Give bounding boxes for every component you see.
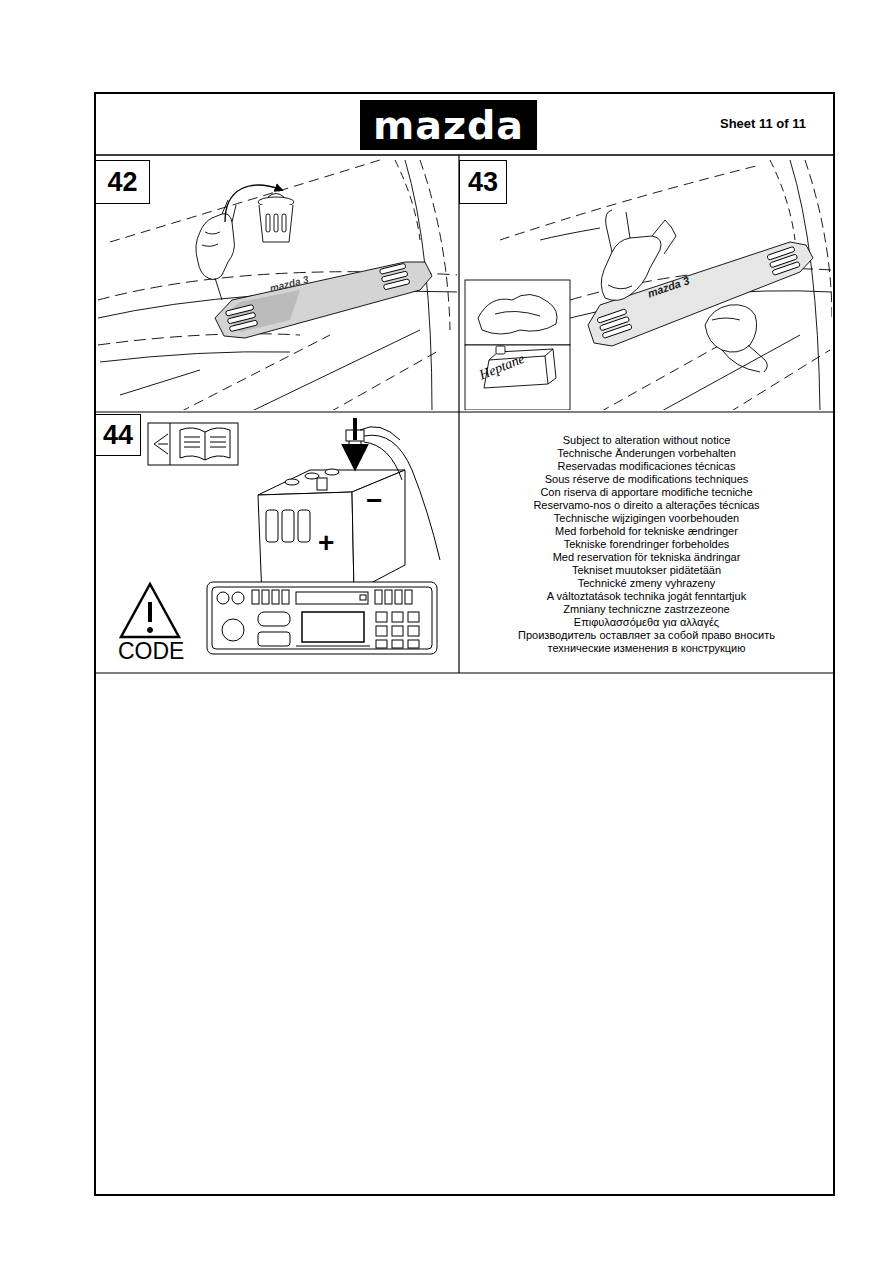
sheet-frame — [95, 93, 834, 1195]
notice-line: Med forbehold for tekniske ændringer — [487, 525, 807, 538]
notice-panel: Subject to alteration without noticeTech… — [459, 412, 834, 673]
notice-line: Reservadas modificaciones técnicas — [487, 460, 807, 473]
notice-line: Производитель оставляет за собой право в… — [487, 629, 807, 655]
callout-number: 42 — [107, 167, 137, 198]
notice-line: Technické zmeny vyhrazeny — [487, 577, 807, 590]
solvent-name: Heptane — [477, 351, 527, 383]
sheet-number: Sheet 11 of 11 — [720, 116, 806, 131]
notice-line: Med reservation för tekniska ändringar — [487, 551, 807, 564]
notice-line: Tekniset muutokser pidätetään — [487, 564, 807, 577]
notice-line: Sous réserve de modifications techniques — [487, 473, 807, 486]
notice-line: Zmniany techniczne zastrzezeone — [487, 603, 807, 616]
warning-code: CODE — [118, 639, 184, 664]
step-43-illustration — [465, 160, 832, 410]
step-number: 43 — [459, 160, 507, 204]
step-number: 42 — [95, 160, 150, 204]
brand-logo: mazda — [360, 100, 537, 150]
notice-line: Reservamo-nos o direito a alterações téc… — [487, 499, 807, 512]
terminal-sign: − — [366, 486, 382, 517]
callout-number: 44 — [103, 420, 133, 451]
notice-line: A változtatások technika jogát fenntartj… — [487, 590, 807, 603]
step-number: 44 — [95, 414, 141, 456]
notice-line: Con riserva di apportare modifiche tecni… — [487, 486, 807, 499]
step-42-illustration — [98, 160, 457, 410]
terminal-sign: + — [318, 528, 334, 559]
callout-number: 43 — [468, 167, 498, 198]
notice-line: Technische Änderungen vorbehalten — [487, 447, 807, 460]
logo-text: mazda — [360, 100, 537, 150]
header-bar: Sheet 11 of 11 mazda — [95, 93, 834, 155]
notice-line: Tekniske forendringer forbeholdes — [487, 538, 807, 551]
step-44-illustration — [121, 418, 440, 654]
plate-logo: mazda 3 — [269, 274, 310, 294]
plate-logo: mazda 3 — [646, 274, 691, 300]
notice-line: Επιφυλασσόμεθα για αλλαγές — [487, 616, 807, 629]
notice-line: Subject to alteration without notice — [487, 434, 807, 447]
notice-line: Technische wijzigingen voorbehouden — [487, 512, 807, 525]
